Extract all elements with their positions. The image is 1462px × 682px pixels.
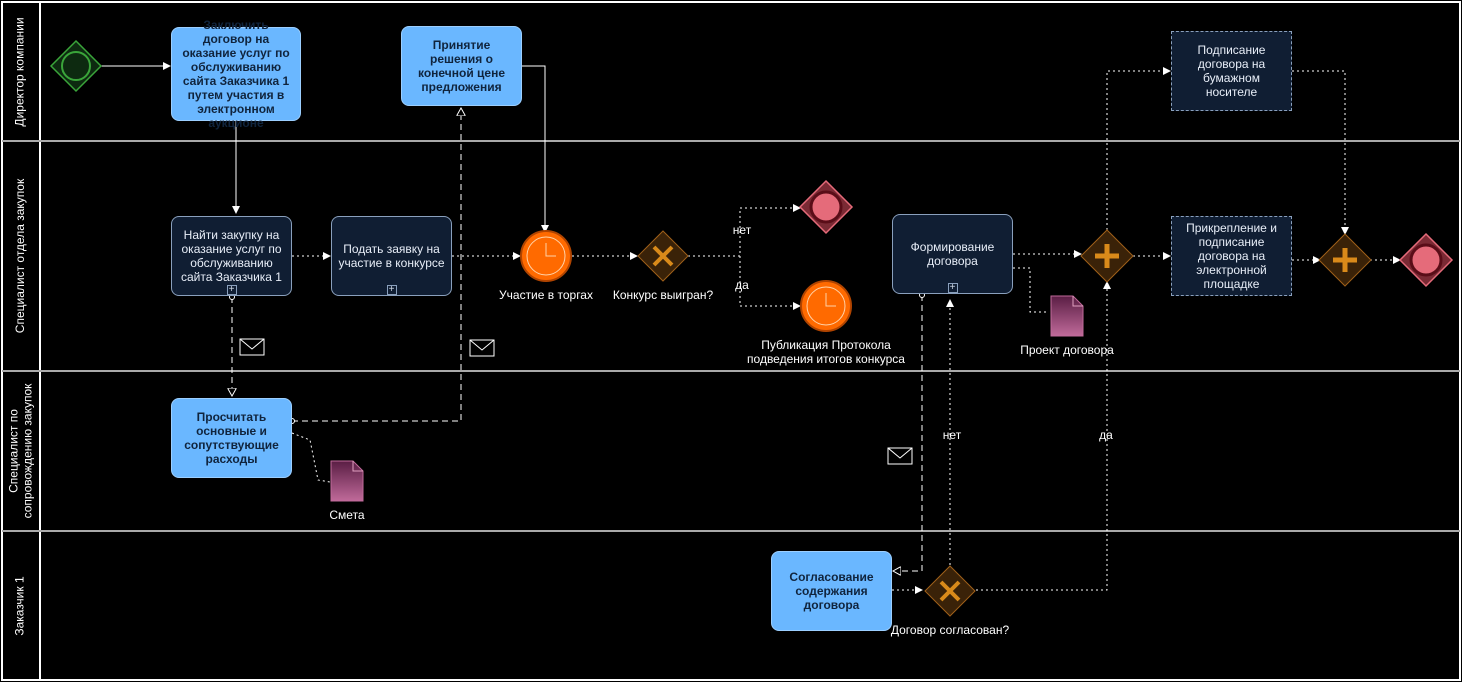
task-final-price-decision[interactable]: Принятие решения о конечной цене предлож…	[401, 26, 522, 106]
document-draft-contract-icon	[1050, 295, 1084, 337]
envelope-icon	[887, 447, 913, 465]
end-event-lost[interactable]	[798, 179, 854, 235]
gateway-contest-won[interactable]	[637, 230, 689, 282]
message-flows	[232, 108, 923, 571]
document-label-estimate: Смета	[329, 508, 365, 522]
envelope-icon	[469, 339, 495, 357]
timer-event-bidding[interactable]	[520, 230, 572, 282]
lane-label-text: Специалист по сопровождению закупок	[6, 383, 35, 519]
solid-flows	[100, 62, 549, 233]
task-submit-application[interactable]: Подать заявку на участие в конкурсе +	[331, 216, 452, 296]
task-label: Найти закупку на оказание услуг по обслу…	[181, 228, 282, 284]
flow-label-yes: да	[735, 278, 749, 292]
task-form-contract[interactable]: Формирование договора +	[892, 214, 1013, 294]
task-approve-contract[interactable]: Согласование содержания договора	[771, 551, 892, 631]
lane-label-text: Специалист отдела закупок	[13, 178, 27, 334]
event-label-protocol: Публикация Протокола подведения итогов к…	[747, 338, 905, 366]
end-event-final[interactable]	[1398, 232, 1454, 288]
task-label: Прикрепление и подписание договора на эл…	[1186, 221, 1277, 291]
flow-label-no: нет	[942, 428, 962, 442]
lane-label-director: Директор компании	[5, 2, 35, 141]
document-label-draft-contract: Проект договора	[1020, 343, 1114, 357]
gateway-label-contract-approved: Договор согласован?	[890, 623, 1010, 637]
lane-label-text: Директор компании	[13, 16, 27, 127]
gateway-contract-approved[interactable]	[924, 565, 976, 617]
subprocess-plus-icon[interactable]: +	[947, 283, 958, 293]
flow-label-yes: да	[1099, 428, 1113, 442]
task-label: Принятие решения о конечной цене предлож…	[417, 38, 506, 94]
task-calculate-costs[interactable]: Просчитать основные и сопутствующие расх…	[171, 398, 292, 478]
parallel-gateway-split[interactable]	[1080, 229, 1134, 283]
flow-label-no: нет	[732, 223, 752, 237]
task-label: Заключить договор на оказание услуг по о…	[182, 18, 290, 130]
envelope-icon	[239, 338, 265, 356]
gateway-label-contest-won: Конкурс выигран?	[612, 288, 714, 302]
subprocess-plus-icon[interactable]: +	[226, 285, 237, 295]
lane-label-customer: Заказчик 1	[5, 531, 35, 680]
task-label: Просчитать основные и сопутствующие расх…	[184, 410, 279, 466]
task-label: Формирование договора	[910, 240, 995, 268]
task-label: Подать заявку на участие в конкурсе	[338, 242, 445, 270]
document-estimate-icon	[330, 460, 364, 502]
lane-label-text: Заказчик 1	[13, 575, 28, 636]
dotted-flows	[291, 67, 1401, 594]
task-label: Подписание договора на бумажном носителе	[1197, 43, 1266, 99]
lane-label-support: Специалист по сопровождению закупок	[5, 371, 35, 531]
event-label-bidding: Участие в торгах	[499, 288, 593, 302]
lane-label-procurement: Специалист отдела закупок	[5, 141, 35, 371]
task-conclude-contract[interactable]: Заключить договор на оказание услуг по о…	[171, 18, 301, 130]
subprocess-plus-icon[interactable]: +	[386, 285, 397, 295]
start-event[interactable]	[49, 39, 103, 93]
task-paper-signing[interactable]: Подписание договора на бумажном носителе	[1171, 31, 1292, 111]
task-find-purchase[interactable]: Найти закупку на оказание услуг по обслу…	[171, 216, 292, 296]
parallel-gateway-join[interactable]	[1318, 233, 1372, 287]
task-label: Согласование содержания договора	[789, 570, 874, 612]
task-attach-sign[interactable]: Прикрепление и подписание договора на эл…	[1171, 216, 1292, 296]
timer-event-protocol[interactable]	[800, 280, 852, 332]
